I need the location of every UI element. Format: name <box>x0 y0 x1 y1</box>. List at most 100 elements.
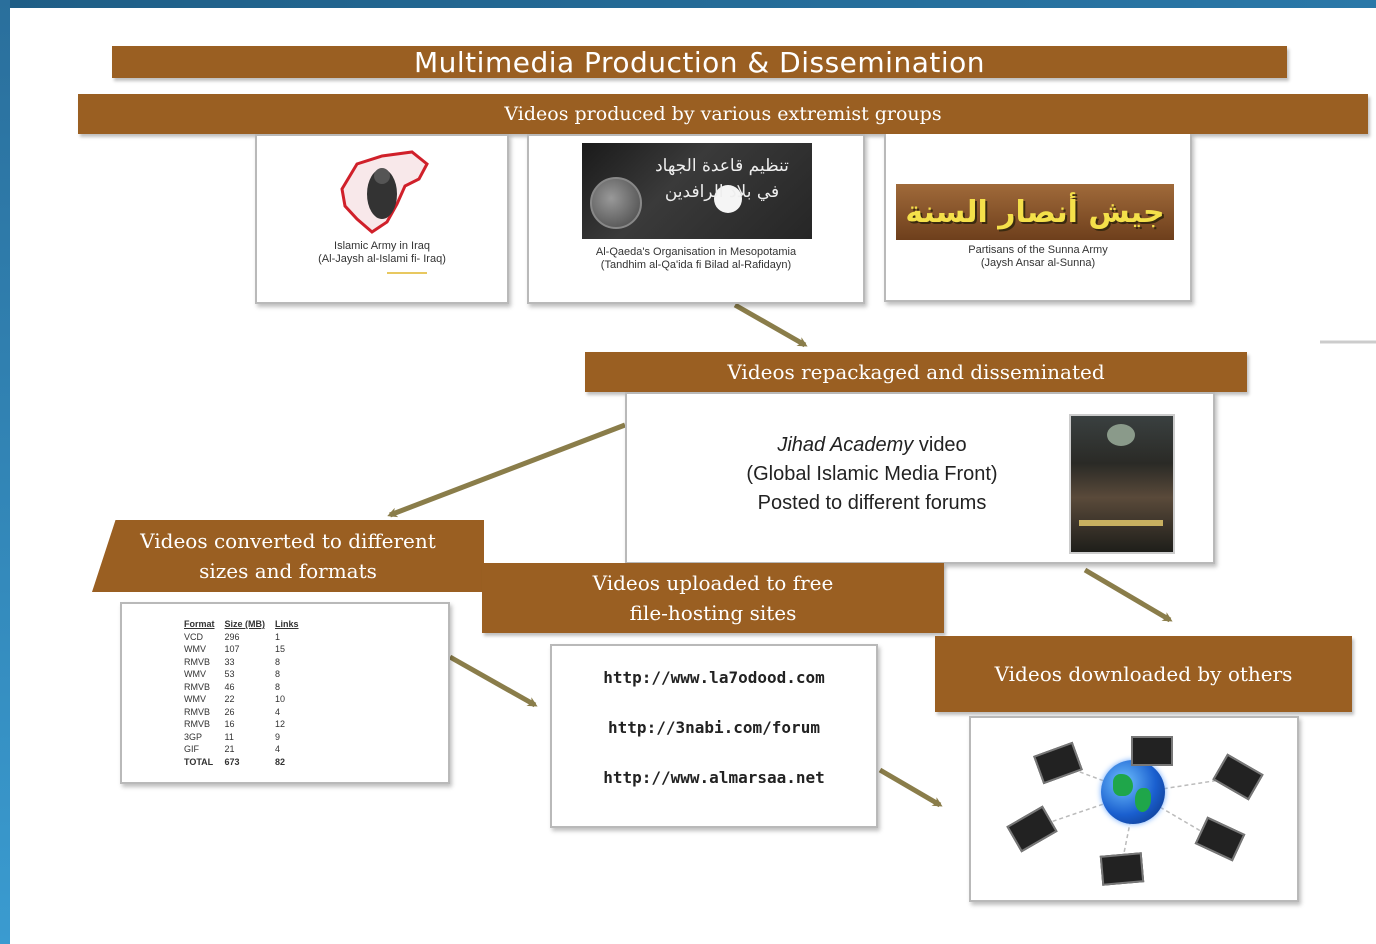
table-row: RMVB 26 4 <box>184 706 309 719</box>
globe-emblem-icon <box>590 177 642 229</box>
repackaged-detail-box: Jihad Academy video (Global Islamic Medi… <box>625 392 1215 564</box>
table-cell: TOTAL <box>184 756 214 767</box>
group-box-al-qaeda-mesopotamia: تنظيم قاعدة الجهاد في بلاد الرافدين Al-Q… <box>527 134 865 304</box>
table-row: RMVB 46 8 <box>184 681 309 694</box>
table-row: 3GP 11 9 <box>184 731 309 744</box>
stage-uploaded-text: Videos uploaded to free file-hosting sit… <box>592 571 834 625</box>
table-cell: 8 <box>275 669 281 679</box>
url-la7odood[interactable]: http://www.la7odood.com <box>603 668 825 687</box>
laptop-icon <box>1131 736 1173 766</box>
globe-icon <box>1101 760 1165 824</box>
poster-emblem-icon <box>1107 424 1135 446</box>
underline-decor <box>387 272 427 274</box>
poster-text-strip <box>1079 520 1163 526</box>
table-cell: 296 <box>224 631 240 642</box>
table-cell: VCD <box>184 631 204 642</box>
group-box-ansar-al-sunna: جيش أنصار السنة Partisans of the Sunna A… <box>884 134 1192 302</box>
slide-frame-left <box>0 0 10 944</box>
table-cell: 673 <box>224 756 240 767</box>
table-cell: WMV <box>184 694 206 704</box>
table-cell: 9 <box>275 731 281 742</box>
white-circle-emblem <box>714 185 742 213</box>
table-row: WMV 107 15 <box>184 643 309 656</box>
table-row: GIF 21 4 <box>184 743 309 756</box>
table-cell: WMV <box>184 644 206 654</box>
table-cell: 8 <box>275 681 281 692</box>
col-links: Links <box>275 619 299 629</box>
table-cell: 8 <box>275 656 281 667</box>
aqi-logo-arabic: تنظيم قاعدة الجهاد في بلاد الرافدين <box>655 156 789 202</box>
table-cell: 1 <box>275 631 281 642</box>
table-cell: 107 <box>224 644 240 654</box>
arrow-converted-to-uploaded <box>448 654 538 708</box>
table-cell: 15 <box>275 644 286 654</box>
table-cell: 26 <box>224 706 235 717</box>
group-name-ansar-al-sunna: Partisans of the Sunna Army <box>968 244 1108 256</box>
group-name-islamic-army: Islamic Army in Iraq <box>334 240 430 252</box>
group-alt-aqi: (Tandhim al-Qa'ida fi Bilad al-Rafidayn) <box>600 259 792 271</box>
network-image-box <box>969 716 1299 902</box>
laptop-icon <box>1099 852 1145 886</box>
aqi-logo: تنظيم قاعدة الجهاد في بلاد الرافدين <box>582 143 812 239</box>
globe-continent-1 <box>1113 774 1133 796</box>
table-cell: 10 <box>275 694 286 704</box>
group-alt-ansar-al-sunna: (Jaysh Ansar al-Sunna) <box>980 257 1096 269</box>
table-cell: 16 <box>224 719 235 729</box>
ansar-al-sunna-banner: جيش أنصار السنة <box>896 184 1174 240</box>
table-cell: GIF <box>184 744 199 754</box>
ansar-banner-arabic: جيش أنصار السنة <box>905 194 1165 230</box>
table-cell: 4 <box>275 744 281 754</box>
table-cell: 46 <box>224 681 235 692</box>
table-cell: 33 <box>224 656 235 667</box>
diagram-title-text: Multimedia Production & Dissemination <box>414 45 985 79</box>
table-cell: 11 <box>224 731 234 742</box>
arrow-repackaged-to-downloaded <box>1083 567 1173 623</box>
group-box-islamic-army: Islamic Army in Iraq (Al-Jaysh al-Islami… <box>255 134 509 304</box>
diagram-title: Multimedia Production & Dissemination <box>112 45 1287 79</box>
group-alt-islamic-army: (Al-Jaysh al-Islami fi- Iraq) <box>318 253 446 265</box>
table-cell: RMVB <box>184 706 211 717</box>
stage-produced-bar: Videos produced by various extremist gro… <box>78 94 1368 134</box>
col-format: Format <box>184 619 215 629</box>
table-cell: 4 <box>275 706 281 717</box>
arrow-repackaged-to-converted <box>387 422 626 518</box>
stage-converted-text: Videos converted to different sizes and … <box>140 529 436 583</box>
group-name-aqi: Al-Qaeda's Organisation in Mesopotamia <box>595 246 797 258</box>
table-cell: 22 <box>224 694 235 704</box>
table-cell: 3GP <box>184 731 203 742</box>
jihad-academy-poster <box>1069 414 1175 554</box>
network-illustration <box>971 718 1297 900</box>
hosting-urls-box: http://www.la7odood.com http://3nabi.com… <box>550 644 878 828</box>
format-table-total-row: TOTAL 673 82 <box>184 756 309 769</box>
url-almarsaa[interactable]: http://www.almarsaa.net <box>603 768 825 787</box>
table-cell: RMVB <box>184 719 211 729</box>
stage-uploaded-bar: Videos uploaded to free file-hosting sit… <box>482 563 944 633</box>
table-row: VCD 296 1 <box>184 631 309 644</box>
slide-frame-top <box>0 0 1376 8</box>
repackaged-line3: Posted to different forums <box>757 492 987 514</box>
table-cell: WMV <box>184 669 206 679</box>
table-row: WMV 53 8 <box>184 668 309 681</box>
table-cell: 82 <box>275 756 286 767</box>
globe-continent-2 <box>1135 788 1151 812</box>
url-3nabi[interactable]: http://3nabi.com/forum <box>608 718 820 737</box>
stage-repackaged-text: Videos repackaged and disseminated <box>727 360 1105 384</box>
iraq-map-logo <box>340 150 429 234</box>
format-table-header: Format Size (MB) Links <box>184 618 309 631</box>
table-cell: RMVB <box>184 681 211 692</box>
stage-repackaged-bar: Videos repackaged and disseminated <box>585 352 1247 392</box>
table-cell: RMVB <box>184 656 211 667</box>
arrow-produced-to-repackaged <box>733 302 808 348</box>
table-cell: 53 <box>224 669 235 679</box>
repackaged-line2: (Global Islamic Media Front) <box>746 463 998 485</box>
stage-downloaded-text: Videos downloaded by others <box>994 662 1293 686</box>
table-cell: 21 <box>224 744 235 754</box>
stage-produced-text: Videos produced by various extremist gro… <box>504 103 942 125</box>
repackaged-line1: Jihad Academy video <box>667 434 1077 457</box>
col-size: Size (MB) <box>224 619 266 629</box>
stage-converted-bar: Videos converted to different sizes and … <box>92 520 484 592</box>
table-row: RMVB 33 8 <box>184 656 309 669</box>
